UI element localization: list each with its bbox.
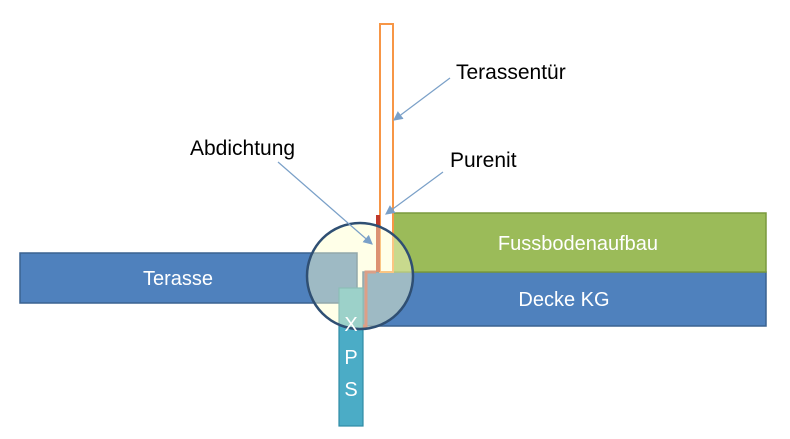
abdichtung-seal <box>363 270 376 328</box>
fussbodenaufbau-label: Fussbodenaufbau <box>498 233 658 255</box>
detail-circle <box>305 221 415 331</box>
abdichtung-label: Abdichtung <box>190 137 295 160</box>
decke-kg-label: Decke KG <box>518 289 609 311</box>
decke-kg-slab <box>362 271 767 327</box>
terasse-slab <box>19 252 358 304</box>
terassentuer-label: Terassentür <box>456 61 566 84</box>
abdichtung-pointer <box>277 161 373 245</box>
xps-letter-s: S <box>344 379 357 401</box>
xps-letter-x: X <box>344 314 357 336</box>
purenit-strip <box>376 215 380 272</box>
purenit-label: Purenit <box>450 149 517 172</box>
terasse-label: Terasse <box>143 268 213 290</box>
xps-column <box>338 287 364 427</box>
purenit-pointer <box>385 171 444 215</box>
terassentuer-pointer <box>393 77 451 121</box>
xps-letter-p: P <box>344 347 357 369</box>
fussbodenaufbau-layer <box>389 212 767 273</box>
